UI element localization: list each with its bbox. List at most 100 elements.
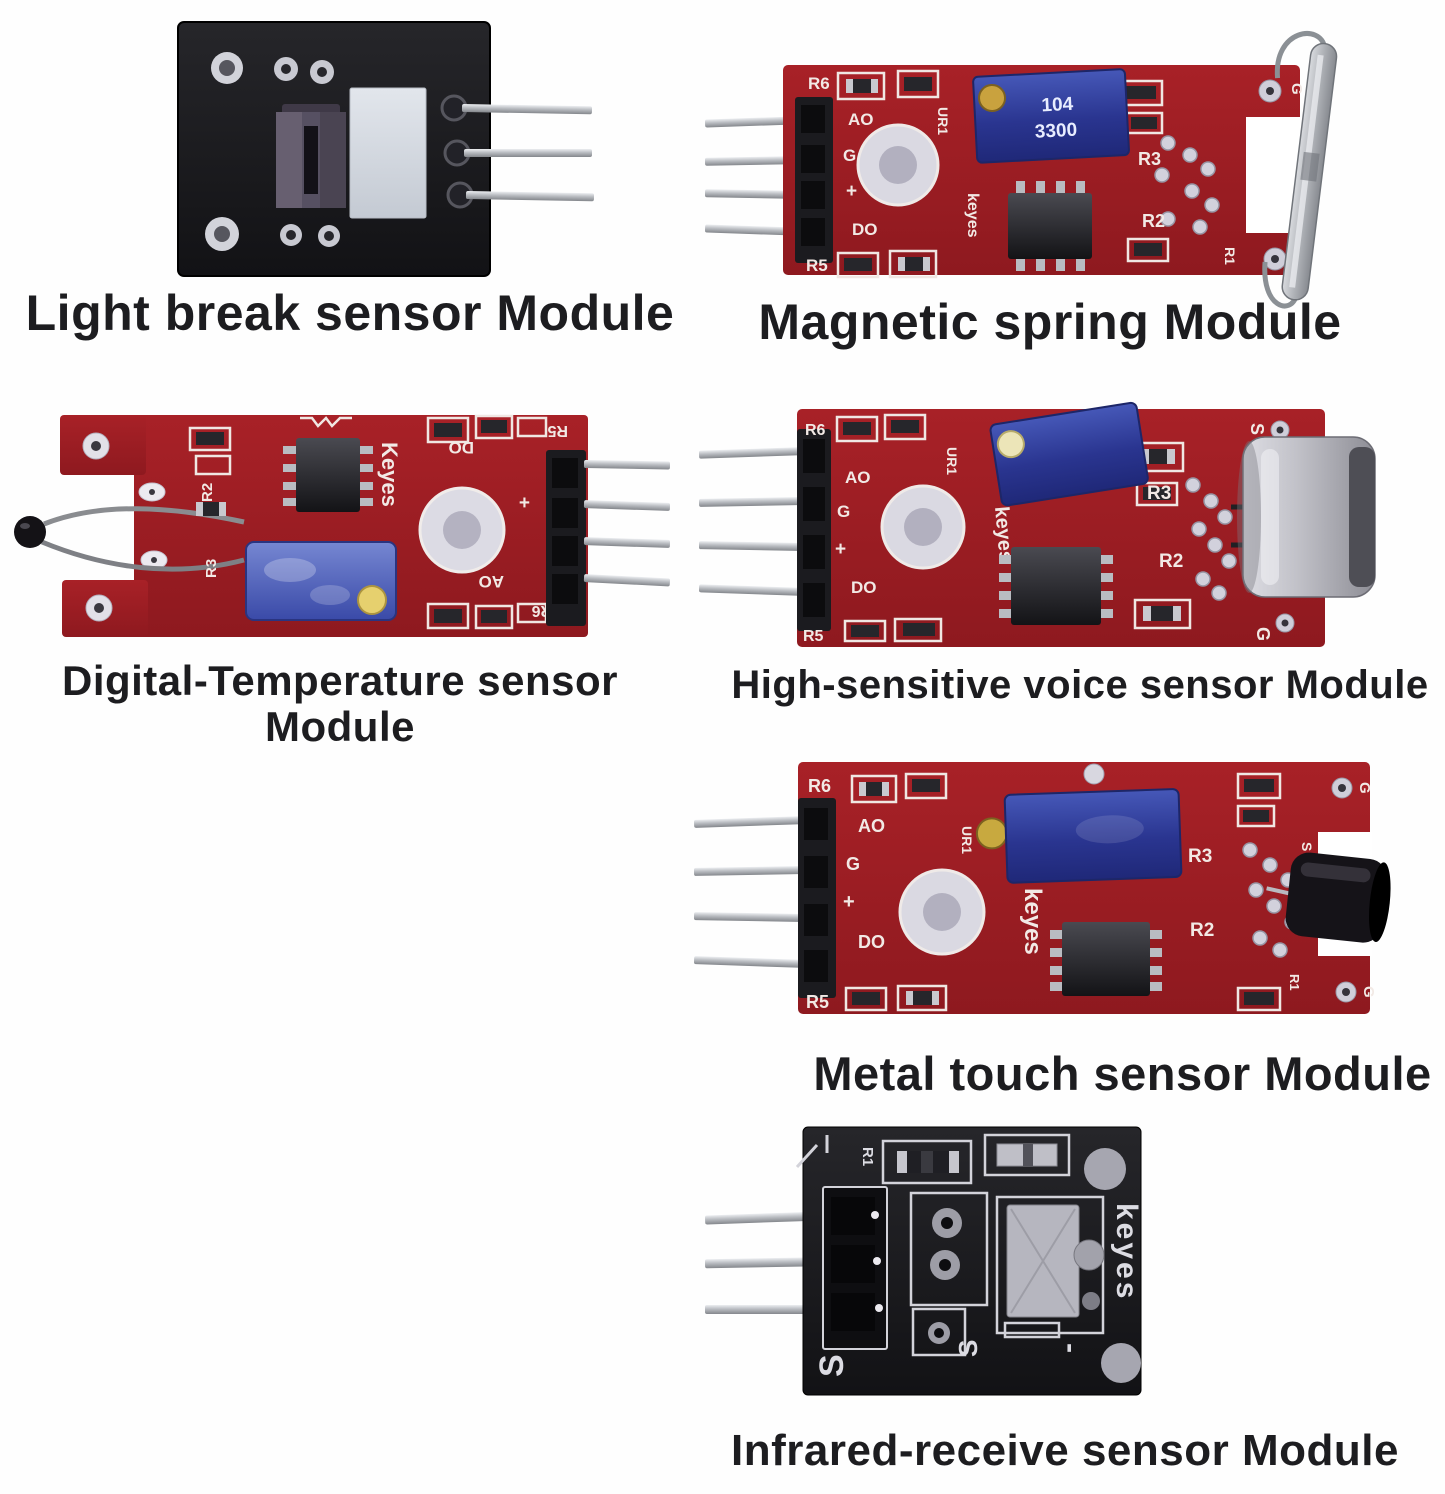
trimmer-screw [975,817,1008,850]
header-pins [461,104,595,202]
silk-label-r1: R1 [1287,974,1302,991]
module-magnetic-spring: R6 AO G + DO R5 UR1 keyes 104 3300 [690,0,1445,420]
pin-header-slots [552,458,578,604]
edge-pads [138,482,168,570]
silk-label-r2: R2 [199,483,216,502]
trimmer-screw [357,585,387,615]
silk-label-r5: R5 [806,256,828,275]
ir-receiver-component [995,1195,1105,1339]
soic8-ic [1050,922,1162,996]
smd-resistor-1 [881,1139,973,1185]
header-pins [693,816,807,968]
silk-label-r1: R1 [859,1147,876,1166]
soic8-ic [999,547,1113,625]
pin-header-block [797,429,831,631]
silk-label-r3: R3 [1188,846,1212,867]
reed-switch [1262,31,1338,309]
corner-pads [1258,79,1287,271]
pin-header-block [822,1186,888,1350]
mounting-hole [856,123,940,207]
caption-voice-sensor: High-sensitive voice sensor Module [731,663,1429,707]
microphone [1231,436,1376,598]
infrared-receive-board-photo: R1 [704,1126,1143,1396]
tab-holes [82,432,113,622]
through-hole-pads [909,1191,989,1357]
silk-label-r2: R2 [1159,551,1183,572]
silk-label-r6: R6 [805,422,826,439]
module-metal-touch: R6 AO G + DO R5 UR1 keyes [690,750,1445,1099]
thermistor [14,506,245,572]
pin-header-slots [801,105,825,246]
trimmer-potentiometer [975,788,1183,884]
soic8-ic [283,438,373,512]
silk-resistor-boxes [836,69,1170,279]
silk-label-plus: + [835,539,846,560]
silk-label-ur1: UR1 [959,826,975,854]
silk-label-ao: AO [845,468,871,487]
mounting-hole [898,868,986,956]
silk-resistor-boxes [835,413,1192,643]
caption-metal-touch: Metal touch sensor Module [813,1047,1432,1100]
via-pads [1185,477,1237,601]
silk-label-do: DO [852,220,878,239]
trimmer-potentiometer: 104 3300 [972,68,1130,164]
silk-label-g-topright: G [1288,83,1305,95]
pin-pads [440,94,474,209]
silk-label-do: DO [851,578,877,597]
silk-label-do: DO [449,438,475,457]
white-component-block [349,87,427,219]
silk-label-keyes: Keyes [377,442,402,507]
header-pins [704,116,808,236]
via-pads [1154,135,1220,235]
corner-pads [1331,777,1357,1003]
silk-label-do: DO [858,932,885,952]
magnetic-spring-board-photo: R6 AO G + DO R5 UR1 keyes 104 3300 [704,31,1338,309]
header-pins [698,447,806,596]
silk-zigzag [300,416,352,428]
silk-label-s-mid: S [953,1340,983,1357]
silk-label-ao: AO [848,110,874,129]
solder-pads [274,57,340,247]
silk-label-r5: R5 [803,628,824,645]
silk-marks [795,1135,829,1169]
silk-label-ur1: UR1 [935,107,951,135]
module-digital-temperature: Keyes R2 R3 [0,390,690,750]
silk-label-r5: R5 [547,422,568,439]
silk-label-ao: AO [479,572,505,591]
silk-label-plus: + [519,491,530,512]
trimmer-potentiometer [245,541,397,621]
module-voice-sensor: R6 AO G + DO R5 UR1 keyes [695,395,1445,707]
silk-label-r6: R6 [808,74,830,93]
silk-label-r2: R2 [1142,211,1165,231]
caption-infrared-receive: Infrared-receive sensor Module [731,1426,1399,1475]
silk-label-g: G [843,146,856,165]
light-break-board-photo [177,21,595,277]
metal-touch-probe [1266,852,1391,943]
silk-resistor-boxes [188,414,548,630]
silk-label-s-left: S [813,1354,851,1377]
mounting-hole [1084,1148,1141,1383]
voice-sensor-board-photo: R6 AO G + DO R5 UR1 keyes [698,401,1376,647]
silk-label-g-bottomright: G [1360,986,1377,998]
soic8-ic [1008,181,1092,271]
silk-label-plus: + [843,891,855,913]
silk-label-r2: R2 [1190,920,1214,941]
trimmer-value-bottom: 3300 [1034,120,1077,143]
silk-label-s: S [1299,842,1315,851]
pin-header-slots [803,439,825,617]
silk-label-r3: R3 [1138,149,1161,169]
silk-label-r3: R3 [1147,483,1171,504]
caption-magnetic-spring: Magnetic spring Module [758,294,1342,350]
trimmer-potentiometer [989,401,1149,507]
caption-digital-temperature: Digital-Temperature sensor Module [61,657,619,751]
caption-light-break: Light break sensor Module [25,285,675,341]
top-pad [1083,763,1105,785]
trimmer-screw [978,84,1007,113]
silk-label-g-topright: G [1356,782,1373,794]
digital-temperature-board-photo: Keyes R2 R3 [14,414,671,637]
silk-label-r6: R6 [808,776,831,796]
module-infrared-receive: R1 [685,1105,1445,1494]
pcb-red [797,409,1325,647]
silk-label-minus: - [1051,1343,1084,1353]
